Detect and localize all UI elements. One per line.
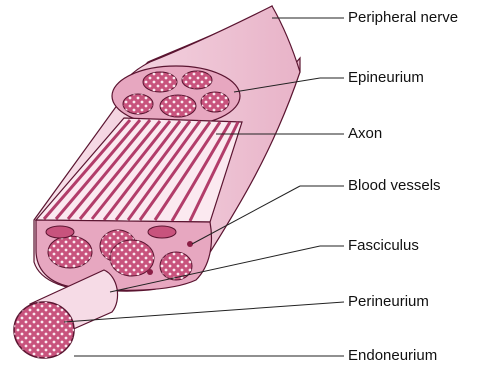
label-endoneurium: Endoneurium	[348, 347, 437, 365]
label-perineurium: Perineurium	[348, 293, 429, 311]
label-peripheral-nerve: Peripheral nerve	[348, 9, 458, 27]
endoneurium-dots	[14, 302, 74, 358]
label-blood-vessels: Blood vessels	[348, 177, 441, 195]
label-epineurium: Epineurium	[348, 69, 424, 87]
blood-vessel-dot-2	[147, 269, 153, 275]
label-fasciculus: Fasciculus	[348, 237, 419, 255]
label-axon: Axon	[348, 125, 382, 143]
